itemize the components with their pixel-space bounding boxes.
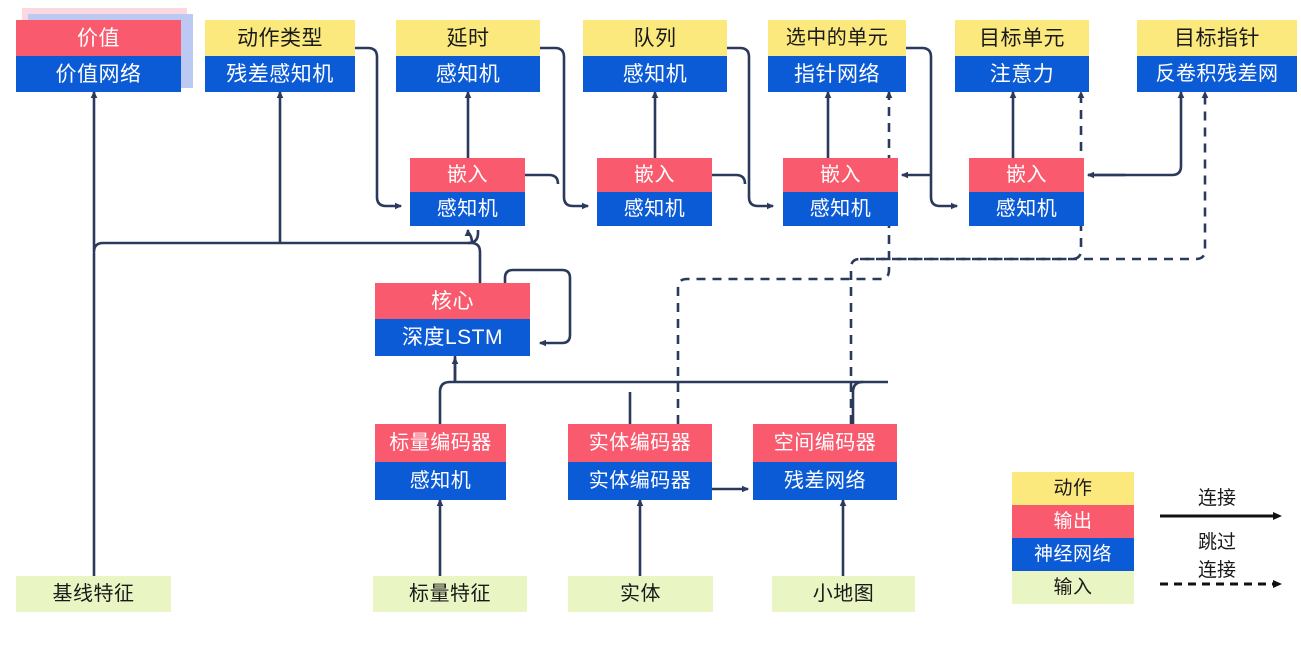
- node-scalar-features[interactable]: 标量特征: [373, 576, 527, 612]
- wire-core-to-embed1: [464, 228, 474, 244]
- node-delay-network-label: 感知机: [396, 56, 540, 92]
- legend-skip-label-1: 跳过: [1198, 532, 1237, 553]
- node-value[interactable]: 价值 价值网络: [16, 20, 181, 92]
- node-target-pointer-action-label: 目标指针: [1137, 20, 1297, 56]
- legend-arrow-icons: [1160, 512, 1282, 588]
- node-spatial-encoder-output-label: 空间编码器: [753, 424, 897, 462]
- node-embed-4[interactable]: 嵌入 感知机: [969, 158, 1084, 226]
- node-target-pointer[interactable]: 目标指针 反卷积残差网: [1137, 20, 1297, 92]
- node-entity-encoder-output-label: 实体编码器: [568, 424, 712, 462]
- node-core[interactable]: 核心 深度LSTM: [375, 283, 530, 356]
- node-embed-4-network-label: 感知机: [969, 192, 1084, 226]
- legend-connect-label: 连接: [1198, 488, 1237, 509]
- legend-swatch-output: 输出: [1012, 505, 1134, 538]
- node-scalar-encoder[interactable]: 标量编码器 感知机: [375, 424, 506, 500]
- node-embed-2-output-label: 嵌入: [597, 158, 712, 192]
- node-queue-action-label: 队列: [583, 20, 727, 56]
- legend-swatch-network: 神经网络: [1012, 538, 1134, 571]
- node-embed-1-network-label: 感知机: [410, 192, 525, 226]
- node-core-network-label: 深度LSTM: [375, 319, 530, 356]
- node-value-network-label: 价值网络: [16, 56, 181, 92]
- legend-swatch-input: 输入: [1012, 571, 1134, 604]
- node-entities[interactable]: 实体: [568, 576, 713, 612]
- wire-embed1-chain: [525, 173, 560, 185]
- node-entity-encoder[interactable]: 实体编码器 实体编码器: [568, 424, 712, 500]
- node-queue[interactable]: 队列 感知机: [583, 20, 727, 92]
- legend-skip-label-2: 连接: [1198, 560, 1237, 581]
- node-action-type[interactable]: 动作类型 残差感知机: [205, 20, 355, 92]
- legend-swatch-action: 动作: [1012, 472, 1134, 505]
- wire-embed4-to-targetpointer: [1088, 90, 1185, 177]
- node-selected-unit-action-label: 选中的单元: [768, 20, 906, 56]
- wire-delay-to-embed2: [540, 46, 590, 210]
- skip-spatialenc-to-targetunit: [849, 90, 1085, 424]
- node-scalar-encoder-network-label: 感知机: [375, 462, 506, 500]
- node-embed-2-network-label: 感知机: [597, 192, 712, 226]
- node-embed-3[interactable]: 嵌入 感知机: [783, 158, 898, 226]
- node-spatial-encoder[interactable]: 空间编码器 残差网络: [753, 424, 897, 500]
- node-delay-action-label: 延时: [396, 20, 540, 56]
- node-queue-network-label: 感知机: [583, 56, 727, 92]
- node-selected-unit[interactable]: 选中的单元 指针网络: [768, 20, 906, 92]
- wire-embed2-chain: [712, 173, 747, 185]
- node-action-type-action-label: 动作类型: [205, 20, 355, 56]
- wire-queue-to-embed3: [727, 46, 775, 210]
- node-delay[interactable]: 延时 感知机: [396, 20, 540, 92]
- node-action-type-network-label: 残差感知机: [205, 56, 355, 92]
- node-core-output-label: 核心: [375, 283, 530, 319]
- wire-core-to-embed1-bend: [467, 230, 480, 245]
- wire-scalarenc-up-bus: [438, 380, 888, 424]
- node-embed-1[interactable]: 嵌入 感知机: [410, 158, 525, 226]
- node-embed-1-output-label: 嵌入: [410, 158, 525, 192]
- node-spatial-encoder-network-label: 残差网络: [753, 462, 897, 500]
- wire-actiontype-to-embed1: [355, 46, 403, 210]
- node-minimap[interactable]: 小地图: [772, 576, 915, 612]
- node-target-unit-network-label: 注意力: [955, 56, 1089, 92]
- node-embed-4-output-label: 嵌入: [969, 158, 1084, 192]
- node-entity-encoder-network-label: 实体编码器: [568, 462, 712, 500]
- node-baseline-features[interactable]: 基线特征: [16, 576, 171, 612]
- skip-entityenc-to-selectedunit: [676, 90, 893, 424]
- node-value-action-label: 价值: [16, 20, 181, 56]
- node-target-unit[interactable]: 目标单元 注意力: [955, 20, 1089, 92]
- node-target-pointer-network-label: 反卷积残差网: [1137, 56, 1297, 92]
- wire-selectedunit-to-embed4: [906, 46, 959, 210]
- legend-swatches: 动作 输出 神经网络 输入: [1012, 472, 1134, 604]
- node-selected-unit-network-label: 指针网络: [768, 56, 906, 92]
- wire-spatialenc-up: [851, 380, 864, 424]
- node-target-unit-action-label: 目标单元: [955, 20, 1089, 56]
- node-embed-3-network-label: 感知机: [783, 192, 898, 226]
- node-embed-2[interactable]: 嵌入 感知机: [597, 158, 712, 226]
- node-embed-3-output-label: 嵌入: [783, 158, 898, 192]
- node-scalar-encoder-output-label: 标量编码器: [375, 424, 506, 462]
